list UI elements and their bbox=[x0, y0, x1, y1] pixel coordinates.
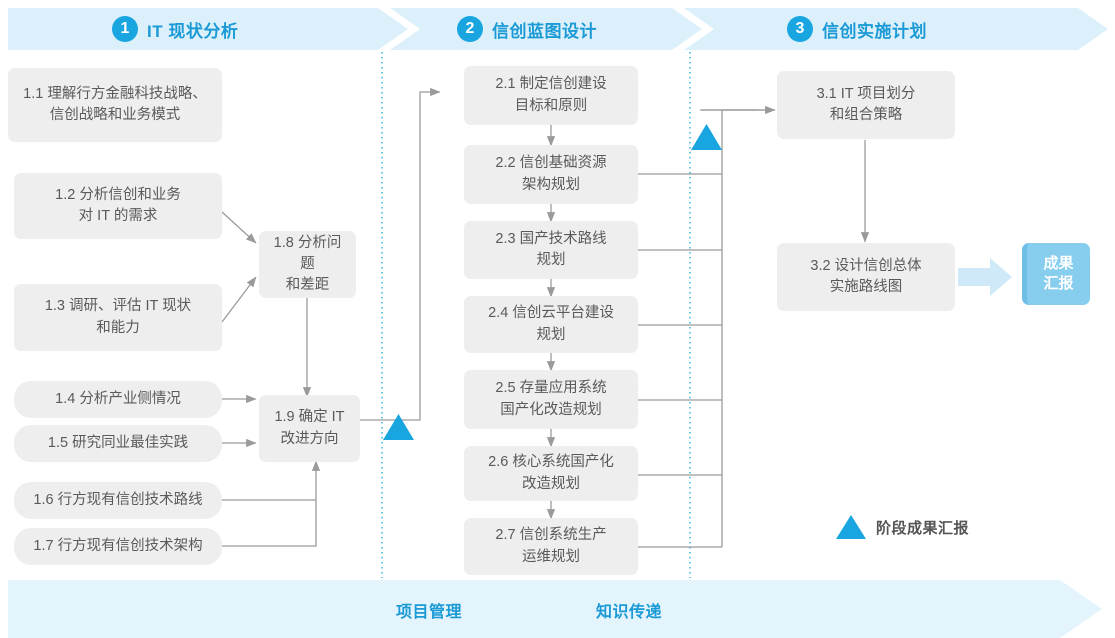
process-box-1-8[interactable]: 1.8 分析问题 和差距 bbox=[259, 231, 356, 298]
footer-label-project-management: 项目管理 bbox=[396, 604, 463, 621]
edge-1-3-to-1-8 bbox=[221, 276, 257, 323]
phase-number-3: 3 bbox=[787, 16, 813, 42]
process-box-1-7[interactable]: 1.7 行方现有信创技术架构 bbox=[14, 528, 222, 565]
phase-header-1[interactable]: 1 IT 现状分析 bbox=[112, 12, 238, 46]
legend: 阶段成果汇报 bbox=[836, 515, 969, 539]
footer-label-knowledge-transfer: 知识传递 bbox=[596, 604, 663, 621]
edge-1-9-to-2-1 bbox=[360, 87, 441, 421]
process-box-2-5[interactable]: 2.5 存量应用系统 国产化改造规划 bbox=[464, 370, 638, 429]
edge-1-7-to-bus bbox=[222, 500, 317, 547]
process-box-1-5[interactable]: 1.5 研究同业最佳实践 bbox=[14, 425, 222, 462]
phase-title-3: 信创实施计划 bbox=[822, 21, 927, 41]
legend-label: 阶段成果汇报 bbox=[876, 519, 970, 537]
process-box-2-6[interactable]: 2.6 核心系统国产化 改造规划 bbox=[464, 446, 638, 501]
process-box-1-6[interactable]: 1.6 行方现有信创技术路线 bbox=[14, 482, 222, 519]
process-box-2-2[interactable]: 2.2 信创基础资源 架构规划 bbox=[464, 145, 638, 204]
process-box-1-1[interactable]: 1.1 理解行方金融科技战略、 信创战略和业务模式 bbox=[8, 68, 222, 142]
phase-number-1: 1 bbox=[112, 16, 138, 42]
phase-header-2[interactable]: 2 信创蓝图设计 bbox=[457, 12, 597, 46]
process-box-1-2[interactable]: 1.2 分析信创和业务 对 IT 的需求 bbox=[14, 173, 222, 239]
process-box-3-1[interactable]: 3.1 IT 项目划分 和组合策略 bbox=[777, 71, 955, 139]
process-box-2-7[interactable]: 2.7 信创系统生产 运维规划 bbox=[464, 518, 638, 575]
edge-1-2-to-1-8 bbox=[221, 211, 257, 244]
phase-header-3[interactable]: 3 信创实施计划 bbox=[787, 12, 927, 46]
phase-title-2: 信创蓝图设计 bbox=[492, 21, 597, 41]
phase-title-1: IT 现状分析 bbox=[147, 21, 239, 41]
process-box-2-1[interactable]: 2.1 制定信创建设 目标和原则 bbox=[464, 66, 638, 125]
process-box-1-4[interactable]: 1.4 分析产业侧情况 bbox=[14, 381, 222, 418]
process-box-2-4[interactable]: 2.4 信创云平台建设 规划 bbox=[464, 296, 638, 353]
phase-number-2: 2 bbox=[457, 16, 483, 42]
process-box-3-2[interactable]: 3.2 设计信创总体 实施路线图 bbox=[777, 243, 955, 311]
process-box-1-3[interactable]: 1.3 调研、评估 IT 现状 和能力 bbox=[14, 284, 222, 351]
process-box-2-3[interactable]: 2.3 国产技术路线 规划 bbox=[464, 221, 638, 279]
result-badge[interactable]: 成果 汇报 bbox=[1022, 243, 1090, 305]
footer-band bbox=[8, 580, 1102, 638]
phase-band-3 bbox=[684, 8, 1108, 50]
milestone-triangle-icon bbox=[836, 515, 866, 539]
phase-band-1 bbox=[8, 8, 408, 50]
process-box-1-9[interactable]: 1.9 确定 IT 改进方向 bbox=[259, 395, 360, 462]
